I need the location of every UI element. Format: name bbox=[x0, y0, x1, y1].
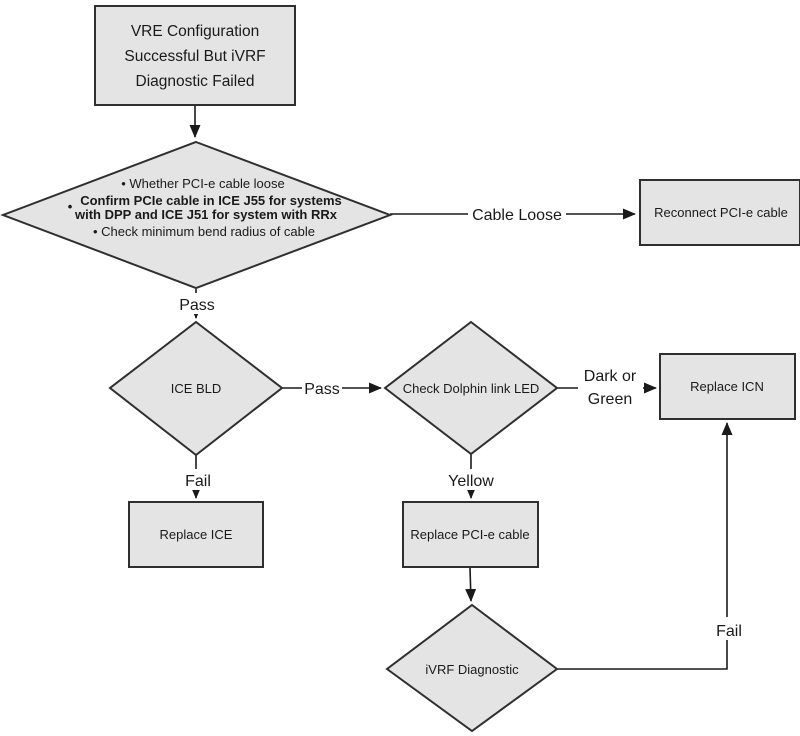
pass-right-label-bg bbox=[302, 377, 342, 398]
cable-loose-label: Cable Loose bbox=[472, 207, 562, 224]
cable-loose-label-bg bbox=[468, 202, 566, 225]
replace-pcie-label: Replace PCI-e cable bbox=[410, 527, 529, 542]
replace-icn-node bbox=[659, 353, 796, 420]
start-node-label-line2: Successful But iVRF bbox=[124, 48, 265, 65]
cable-check-bullet-1: • Whether PCI-e cable loose bbox=[121, 176, 285, 191]
replace-icn-label: Replace ICN bbox=[690, 379, 764, 394]
dark-green-label-line2: Green bbox=[588, 391, 632, 408]
reconnect-cable-label: Reconnect PCI-e cable bbox=[654, 205, 788, 220]
fail-down-label: Fail bbox=[185, 473, 211, 490]
replace-ice-node bbox=[128, 501, 264, 568]
replace-pcie-node bbox=[402, 501, 539, 568]
start-node-label-line1: VRE Configuration bbox=[131, 23, 259, 40]
reconnect-cable-node bbox=[639, 179, 800, 246]
fail-up-label: Fail bbox=[716, 623, 742, 640]
yellow-label: Yellow bbox=[448, 473, 494, 490]
ivrf-diagnostic-label: iVRF Diagnostic bbox=[425, 662, 519, 677]
fail-up-label-bg bbox=[711, 617, 747, 640]
pass-right-label: Pass bbox=[304, 381, 340, 398]
fail-down-label-bg bbox=[181, 469, 215, 490]
edge-ivrf-to-replaceicn bbox=[557, 422, 733, 670]
start-node bbox=[94, 5, 296, 106]
ivrf-diagnostic-decision bbox=[385, 603, 559, 733]
dark-green-label-line1: Dark or bbox=[584, 368, 637, 385]
dark-green-label-bg bbox=[578, 365, 643, 409]
pass-down-label: Pass bbox=[179, 297, 215, 314]
pass-down-label-bg bbox=[177, 293, 217, 314]
start-node-label-line3: Diagnostic Failed bbox=[136, 73, 255, 90]
cable-check-bullet-2-line1: Confirm PCIe cable in ICE J55 for system… bbox=[80, 193, 342, 208]
edge-replacepcie-to-ivrf bbox=[465, 567, 477, 602]
cable-check-bullet-3: • Check minimum bend radius of cable bbox=[93, 224, 315, 239]
dolphin-led-decision bbox=[383, 320, 559, 456]
cable-check-bullet-2-line2: with DPP and ICE J51 for system with RRx bbox=[74, 207, 338, 222]
replace-ice-label: Replace ICE bbox=[160, 527, 233, 542]
cable-check-bullet-2-marker: • bbox=[68, 199, 73, 214]
cable-check-decision bbox=[0, 140, 393, 290]
ice-bld-decision bbox=[108, 320, 284, 457]
ice-bld-label: ICE BLD bbox=[171, 381, 222, 396]
dolphin-led-label: Check Dolphin link LED bbox=[403, 381, 540, 396]
yellow-label-bg bbox=[445, 469, 497, 490]
